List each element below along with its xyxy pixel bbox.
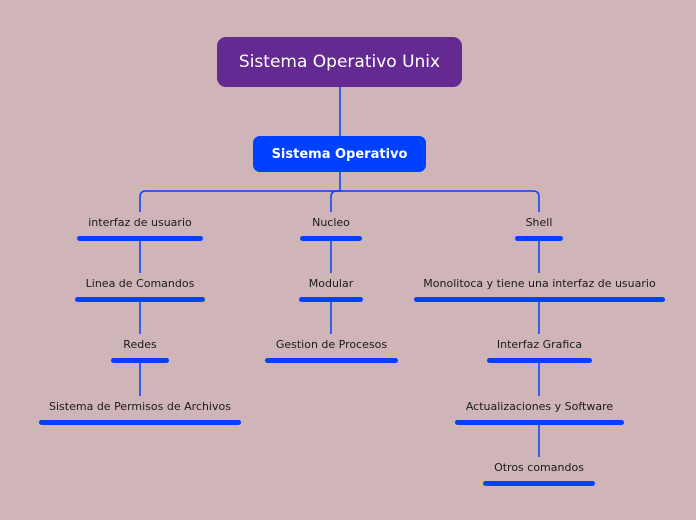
connector-split-right xyxy=(340,190,540,212)
node-monolitoca[interactable]: Monolitoca y tiene una interfaz de usuar… xyxy=(414,277,665,302)
node-bar xyxy=(299,297,363,302)
node-linea-de-comandos[interactable]: Linea de Comandos xyxy=(75,277,205,302)
node-bar xyxy=(487,358,592,363)
node-otros-comandos[interactable]: Otros comandos xyxy=(483,461,595,486)
node-label: Interfaz Grafica xyxy=(496,338,583,351)
node-modular[interactable]: Modular xyxy=(299,277,363,302)
node-gestion-de-procesos[interactable]: Gestion de Procesos xyxy=(265,338,398,363)
root-node-label: Sistema Operativo Unix xyxy=(238,52,441,72)
node-bar xyxy=(414,297,665,302)
node-label: Monolitoca y tiene una interfaz de usuar… xyxy=(423,277,656,290)
node-bar xyxy=(265,358,398,363)
node-bar xyxy=(300,236,362,241)
node-bar xyxy=(483,481,595,486)
node-bar xyxy=(515,236,563,241)
root-node[interactable]: Sistema Operativo Unix xyxy=(217,37,462,87)
node-label: Gestion de Procesos xyxy=(275,338,388,351)
node-bar xyxy=(77,236,203,241)
main-node[interactable]: Sistema Operativo xyxy=(253,136,426,172)
node-shell[interactable]: Shell xyxy=(515,216,563,241)
node-interfaz-de-usuario[interactable]: interfaz de usuario xyxy=(77,216,203,241)
node-label: Linea de Comandos xyxy=(85,277,195,290)
node-label: Shell xyxy=(525,216,553,229)
node-label: Sistema de Permisos de Archivos xyxy=(49,400,231,413)
node-label: Otros comandos xyxy=(494,461,584,474)
node-bar xyxy=(111,358,169,363)
node-bar xyxy=(39,420,241,425)
node-label: Actualizaciones y Software xyxy=(465,400,614,413)
node-label: Modular xyxy=(308,277,354,290)
node-label: Nucleo xyxy=(312,216,350,229)
node-redes[interactable]: Redes xyxy=(111,338,169,363)
node-sistema-de-permisos[interactable]: Sistema de Permisos de Archivos xyxy=(39,400,241,425)
node-label: Redes xyxy=(123,338,157,351)
node-label: interfaz de usuario xyxy=(88,216,192,229)
node-interfaz-grafica[interactable]: Interfaz Grafica xyxy=(487,338,592,363)
node-bar xyxy=(455,420,624,425)
connector-split-left xyxy=(139,190,340,212)
node-nucleo[interactable]: Nucleo xyxy=(300,216,362,241)
node-actualizaciones[interactable]: Actualizaciones y Software xyxy=(455,400,624,425)
connector-split-center xyxy=(330,190,340,212)
main-node-label: Sistema Operativo xyxy=(271,146,408,162)
node-bar xyxy=(75,297,205,302)
